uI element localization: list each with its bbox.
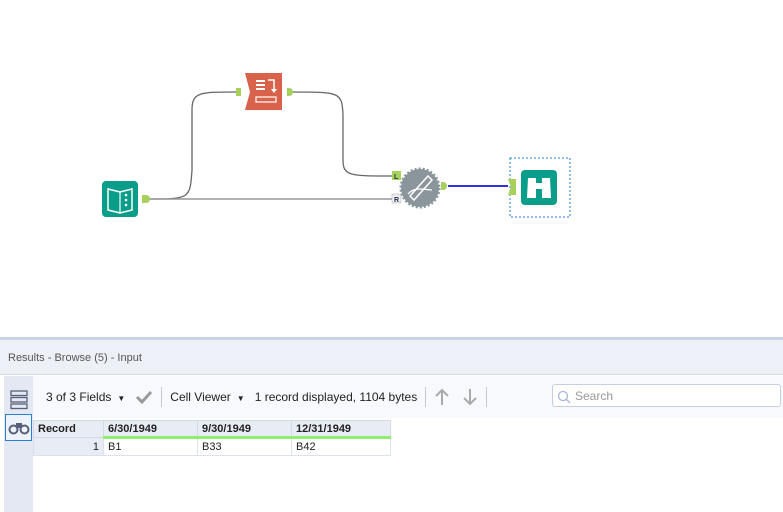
table-cell[interactable]: B1	[103, 437, 198, 456]
output-anchor	[142, 195, 150, 203]
join-right-label: R	[394, 197, 399, 204]
results-grid: Record 6/30/1949 9/30/1949 12/31/1949 1 …	[33, 418, 783, 512]
fields-dropdown[interactable]: 3 of 3 Fields ▼	[46, 390, 125, 404]
search-input[interactable]: Search	[552, 384, 781, 407]
workflow-canvas[interactable]: L R	[0, 0, 783, 338]
browse-tool[interactable]	[508, 157, 571, 218]
chevron-down-icon: ▼	[117, 394, 126, 403]
browse-view-button[interactable]	[5, 414, 32, 441]
results-panel-header: Results - Browse (5) - Input	[0, 340, 783, 375]
arrow-up-icon[interactable]	[434, 388, 450, 406]
chevron-down-icon: ▼	[236, 394, 245, 403]
table-view-button[interactable]	[5, 386, 32, 413]
table-cell[interactable]: B33	[197, 437, 292, 456]
column-header[interactable]: Record	[33, 420, 104, 438]
output-anchor	[441, 182, 447, 190]
fields-label: 3 of 3 Fields	[46, 390, 112, 404]
separator	[425, 387, 427, 407]
right-input-anchor	[391, 193, 402, 204]
selection-box	[509, 157, 571, 218]
binoculars-icon	[8, 422, 29, 434]
search-icon	[557, 390, 571, 404]
join-left-label: L	[394, 174, 399, 181]
separator	[486, 387, 488, 407]
column-header[interactable]: 9/30/1949	[197, 420, 292, 439]
table-row: 1 B1 B33 B42	[33, 437, 391, 456]
arrow-down-icon[interactable]	[462, 388, 478, 406]
connection-crosstab-to-join[interactable]	[291, 91, 393, 177]
input-data-tool[interactable]	[102, 181, 150, 217]
record-status: 1 record displayed, 1104 bytes	[254, 390, 418, 404]
panel-divider[interactable]	[0, 337, 783, 340]
output-anchor	[287, 88, 293, 96]
cell-viewer-dropdown[interactable]: Cell Viewer ▼	[170, 390, 244, 404]
workflow-diagram: L R	[102, 73, 571, 218]
input-anchor	[236, 88, 241, 96]
toolbar-row: 3 of 3 Fields ▼ Cell Viewer ▼ 1 record dis…	[46, 376, 495, 418]
table-cell[interactable]: B42	[291, 437, 391, 456]
checkmark-icon[interactable]	[135, 389, 153, 405]
column-header[interactable]: 12/31/1949	[291, 420, 391, 439]
left-input-anchor	[392, 171, 401, 180]
table-header-row: Record 6/30/1949 9/30/1949 12/31/1949	[33, 420, 391, 439]
column-header[interactable]: 6/30/1949	[103, 420, 198, 439]
join-tool[interactable]: L R	[391, 167, 447, 209]
list-icon	[9, 389, 28, 409]
cell-viewer-label: Cell Viewer	[170, 390, 231, 404]
input-anchor	[508, 179, 516, 195]
search-placeholder: Search	[575, 389, 614, 403]
cross-tab-tool[interactable]	[236, 73, 293, 110]
results-title: Results - Browse (5) - Input	[8, 352, 142, 364]
record-number[interactable]: 1	[33, 437, 104, 456]
connection-input-to-crosstab[interactable]	[147, 91, 237, 200]
separator	[161, 387, 163, 407]
results-toolbar: 3 of 3 Fields ▼ Cell Viewer ▼ 1 record dis…	[33, 376, 783, 418]
results-side-strip	[4, 376, 33, 512]
